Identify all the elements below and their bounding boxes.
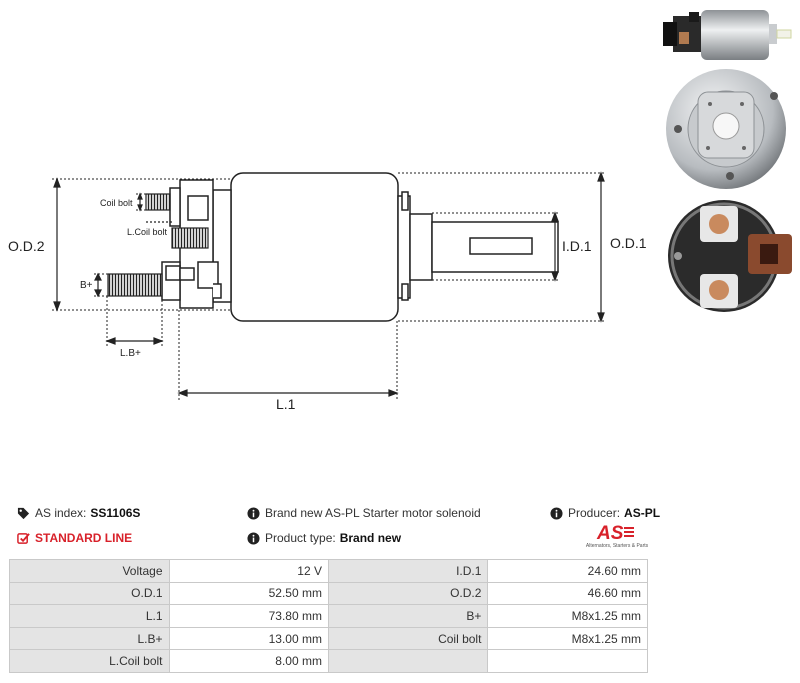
- spec-value: 73.80 mm: [168, 604, 329, 628]
- spec-value: 12 V: [168, 559, 329, 583]
- checkbox-check-icon: [17, 532, 30, 544]
- as-logo-mark: AS: [596, 523, 634, 542]
- l1-label: L.1: [276, 396, 296, 412]
- od1-label: O.D.1: [610, 235, 647, 251]
- spec-label: L.Coil bolt: [9, 649, 170, 673]
- product-description: Brand new AS-PL Starter motor solenoid: [247, 506, 481, 520]
- b-plus-thread: [107, 273, 163, 297]
- solenoid-dimension-diagram: O.D.2 O.D.1 I.D.1 L.1 L.B+ B+ Coil bolt …: [8, 171, 647, 412]
- spec-value: 46.60 mm: [487, 581, 648, 606]
- spec-label: Coil bolt: [327, 626, 489, 651]
- as-index-label: AS index:: [35, 506, 87, 520]
- product-photo-side: [663, 10, 792, 60]
- info-icon: [247, 506, 260, 520]
- info-icon: [247, 531, 260, 545]
- spec-label: O.D.1: [9, 581, 170, 606]
- as-index: AS index: SS1106S: [17, 506, 140, 520]
- spec-label: Voltage: [9, 559, 170, 583]
- product-type-value: Brand new: [339, 531, 402, 545]
- logo-tagline: Alternators, Starters & Parts: [585, 543, 649, 549]
- od2-label: O.D.2: [8, 238, 45, 254]
- product-photo-rear: [666, 69, 786, 189]
- tag-icon: [17, 507, 30, 519]
- spec-label: L.B+: [9, 626, 170, 651]
- spec-value: [487, 649, 648, 673]
- producer-value: AS-PL: [624, 506, 661, 520]
- spec-value: M8x1.25 mm: [487, 626, 648, 651]
- id1-label: I.D.1: [562, 238, 592, 254]
- spec-label: B+: [327, 604, 489, 628]
- product-photo-front: [668, 200, 792, 312]
- spec-label: [327, 649, 489, 673]
- spec-value: 24.60 mm: [487, 559, 648, 583]
- lb-label: L.B+: [120, 348, 141, 359]
- spec-value: M8x1.25 mm: [487, 604, 648, 628]
- description-text: Brand new AS-PL Starter motor solenoid: [265, 506, 481, 520]
- spec-label: L.1: [9, 604, 170, 628]
- coil-bolt-thread: [145, 193, 171, 211]
- spec-label: O.D.2: [327, 581, 489, 606]
- spec-value: 8.00 mm: [168, 649, 329, 673]
- bplus-label: B+: [80, 280, 93, 291]
- as-pl-logo: AS Alternators, Starters & Parts: [582, 522, 652, 552]
- standard-line-text: STANDARD LINE: [35, 531, 133, 545]
- info-icon: [550, 506, 563, 520]
- product-type-label: Product type:: [265, 531, 336, 545]
- product-type: Product type: Brand new: [247, 531, 401, 545]
- producer: Producer: AS-PL: [550, 506, 660, 520]
- producer-label: Producer:: [568, 506, 621, 520]
- spec-value: 52.50 mm: [168, 581, 329, 606]
- spec-value: 13.00 mm: [168, 626, 329, 651]
- spec-label: I.D.1: [327, 559, 489, 583]
- coil-bolt-label: Coil bolt: [100, 198, 133, 208]
- svg-text:AS: AS: [596, 523, 624, 542]
- standard-line: STANDARD LINE: [17, 531, 132, 545]
- as-index-value: SS1106S: [90, 506, 141, 520]
- l-coil-bolt-label: L.Coil bolt: [127, 227, 168, 237]
- solenoid-body: [230, 172, 399, 322]
